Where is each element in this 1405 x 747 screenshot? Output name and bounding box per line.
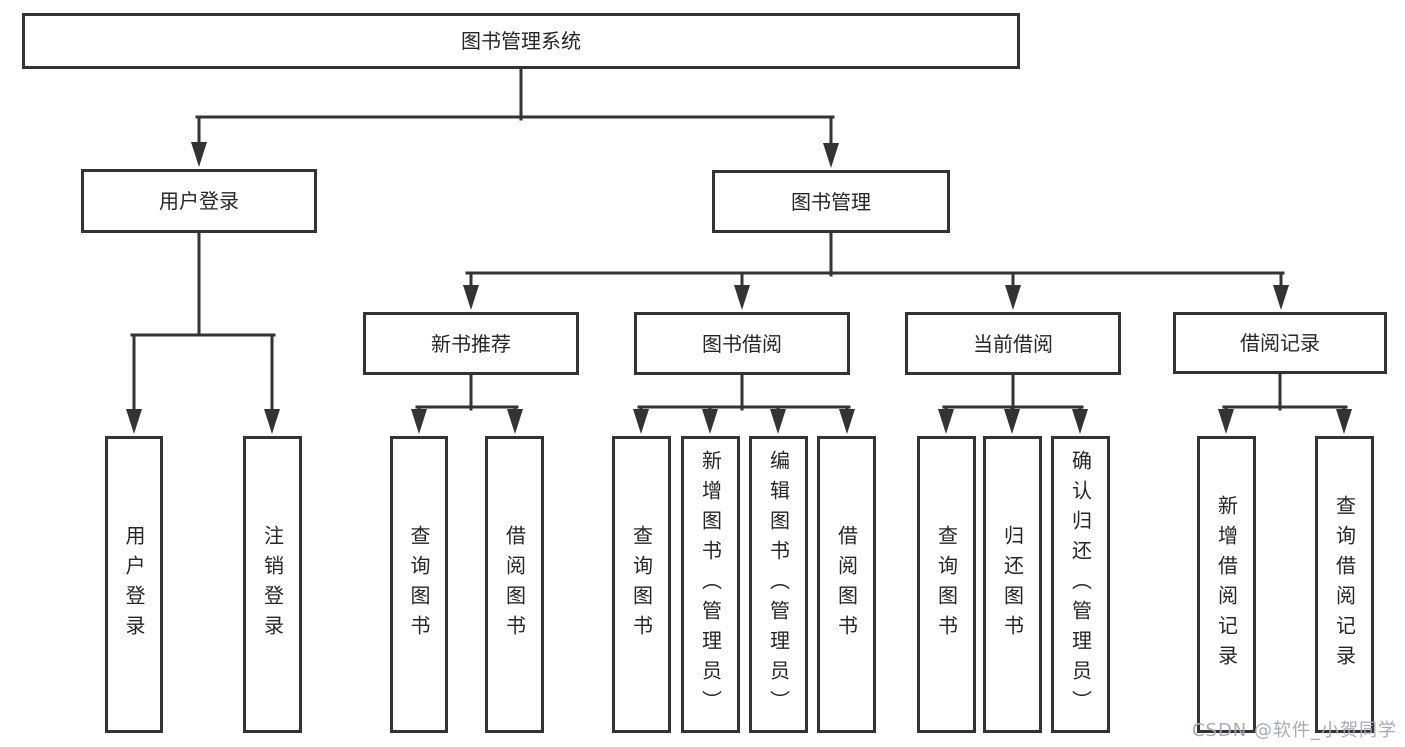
node-borrowing-records: 借阅记录: [1173, 312, 1387, 374]
node-root: 图书管理系统: [22, 13, 1020, 69]
node-add-books-admin: 新增图书（管理员）: [681, 436, 740, 733]
arrowheads: [126, 142, 1352, 434]
node-new-book-recommend-label: 新书推荐: [431, 331, 511, 356]
node-add-books-admin-label: 新增图书（管理员）: [698, 449, 723, 720]
node-confirm-return-admin: 确认归还（管理员）: [1051, 436, 1110, 733]
node-user-login: 用户登录: [81, 169, 317, 233]
node-user-login-leaf-label: 用户登录: [122, 524, 146, 645]
node-borrow-books-borrowing-label: 借阅图书: [834, 524, 859, 645]
node-new-book-recommend: 新书推荐: [363, 312, 579, 375]
node-add-borrow-record-label: 新增借阅记录: [1214, 494, 1239, 675]
node-current-borrowing-label: 当前借阅: [973, 331, 1053, 356]
node-query-borrow-record-label: 查询借阅记录: [1332, 494, 1357, 675]
node-user-login-leaf: 用户登录: [105, 436, 163, 733]
node-logout-leaf-label: 注销登录: [260, 524, 285, 645]
node-root-label: 图书管理系统: [461, 29, 581, 53]
node-add-borrow-record: 新增借阅记录: [1197, 436, 1256, 733]
node-borrow-books-recommend: 借阅图书: [485, 436, 544, 733]
node-return-books: 归还图书: [983, 436, 1042, 733]
node-return-books-label: 归还图书: [1000, 524, 1025, 645]
node-query-books-current: 查询图书: [917, 436, 976, 733]
node-book-borrowing-label: 图书借阅: [702, 331, 782, 356]
node-borrow-books-recommend-label: 借阅图书: [502, 524, 527, 645]
csdn-watermark: CSDN @软件_小贺同学: [1191, 720, 1397, 741]
node-current-borrowing: 当前借阅: [905, 312, 1121, 375]
node-book-management-label: 图书管理: [791, 189, 871, 214]
node-edit-books-admin: 编辑图书（管理员）: [749, 436, 808, 733]
node-borrow-books-borrowing: 借阅图书: [817, 436, 876, 733]
node-query-books-current-label: 查询图书: [934, 524, 959, 645]
node-logout-leaf: 注销登录: [243, 436, 302, 733]
node-user-login-label: 用户登录: [159, 189, 239, 213]
node-book-management: 图书管理: [712, 170, 950, 233]
node-borrowing-records-label: 借阅记录: [1240, 331, 1320, 355]
node-query-books-borrowing-label: 查询图书: [629, 524, 654, 645]
node-edit-books-admin-label: 编辑图书（管理员）: [766, 449, 791, 720]
node-query-borrow-record: 查询借阅记录: [1315, 436, 1374, 733]
node-query-books-recommend: 查询图书: [390, 436, 448, 733]
node-query-books-recommend-label: 查询图书: [407, 524, 431, 645]
node-book-borrowing: 图书借阅: [634, 312, 850, 375]
node-confirm-return-admin-label: 确认归还（管理员）: [1068, 449, 1093, 720]
node-query-books-borrowing: 查询图书: [612, 436, 671, 733]
